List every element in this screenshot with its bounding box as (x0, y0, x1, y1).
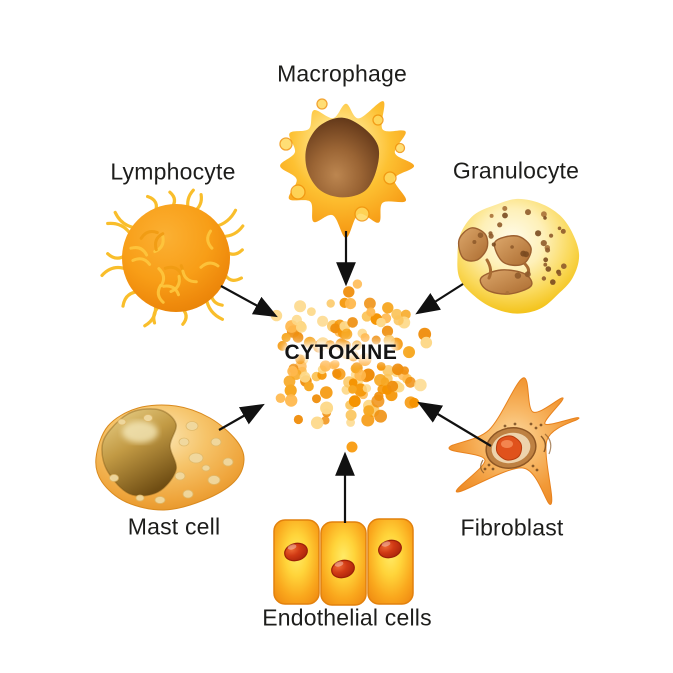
endothelial-nucleus (331, 559, 355, 579)
label-granulocyte: Granulocyte (452, 157, 580, 184)
label-fibroblast: Fibroblast (460, 514, 564, 541)
label-macrophage: Macrophage (277, 60, 407, 87)
macrophage-nucleus (305, 117, 380, 198)
fibroblast-nucleus (485, 427, 537, 469)
lymphocyte-cell (100, 188, 245, 328)
label-endothelial-cells: Endothelial cells (262, 604, 432, 631)
endothelial-cell-row (273, 518, 414, 606)
endothelial-nucleus (284, 542, 308, 562)
endothelial-cells (273, 518, 414, 606)
label-mast-cell: Mast cell (127, 513, 221, 540)
granulocyte-cell (457, 198, 580, 314)
mast-cell-granules (109, 414, 234, 504)
macrophage-cell (279, 98, 415, 238)
lymphocyte-surface-curls (129, 229, 220, 304)
fibroblast-cell (448, 377, 580, 505)
macrophage-vacuoles (279, 98, 406, 222)
fibroblast-organelles (480, 422, 552, 474)
cytokine-dot-cloud (270, 279, 433, 453)
label-lymphocyte: Lymphocyte (110, 158, 236, 185)
mast-nucleus-highlight (122, 421, 158, 443)
label-cytokine: CYTOKINE (284, 341, 398, 364)
granulocyte-granules (472, 206, 567, 295)
mast-cell (95, 404, 245, 511)
endothelial-nucleus (378, 539, 402, 559)
